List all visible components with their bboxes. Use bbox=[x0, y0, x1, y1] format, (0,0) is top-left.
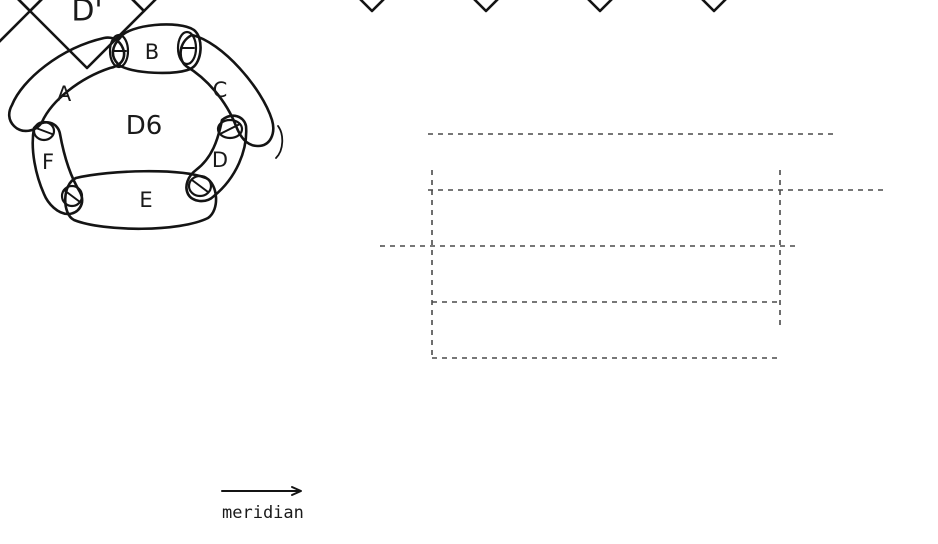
tiling-grid: CEAB'F'B'D'F'A'C'E'A'FBDFEACED'F'B'D'F'C… bbox=[0, 0, 938, 360]
link-label-C: C bbox=[213, 78, 228, 102]
link-label-B: B bbox=[145, 40, 159, 64]
tile: F' bbox=[315, 0, 429, 11]
link-label-A: A bbox=[57, 82, 72, 106]
tile-label: D' bbox=[71, 0, 102, 29]
link-label-F: F bbox=[42, 150, 54, 174]
tile: C' bbox=[0, 0, 30, 68]
tile-diamond bbox=[0, 0, 30, 68]
meridian-indicator: meridian bbox=[222, 487, 304, 523]
link-C: C bbox=[181, 35, 274, 146]
tile-diamond bbox=[315, 0, 429, 11]
tile-diamond bbox=[657, 0, 771, 11]
tile: B' bbox=[543, 0, 657, 11]
meridian-label: meridian bbox=[222, 503, 304, 523]
tile-diamond bbox=[429, 0, 543, 11]
link-diagram: A B C D E bbox=[9, 24, 282, 228]
stray-mark bbox=[276, 126, 282, 158]
center-label-D6: D6 bbox=[126, 111, 163, 141]
tile-layer: CEAB'F'B'D'F'A'C'E'A'FBDFEACED'F'B'D'F'C… bbox=[0, 0, 938, 68]
link-label-D: D bbox=[212, 148, 228, 172]
identification-dashes bbox=[380, 134, 886, 360]
link-label-E: E bbox=[139, 188, 152, 212]
link-F: F bbox=[33, 122, 82, 214]
link-A: A bbox=[9, 38, 124, 131]
tile-diamond bbox=[543, 0, 657, 11]
tile: C bbox=[657, 0, 771, 11]
tile: A' bbox=[429, 0, 543, 11]
